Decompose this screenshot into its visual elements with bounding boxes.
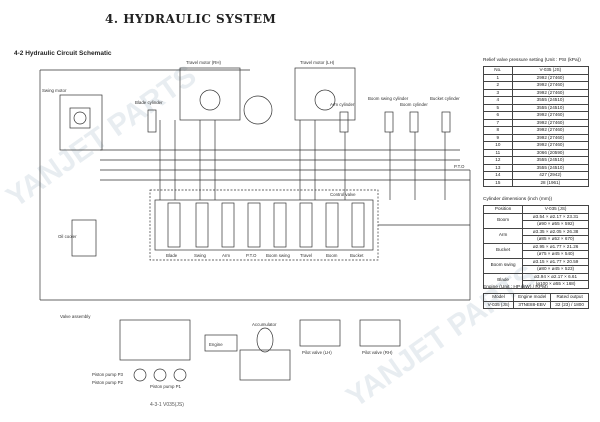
- spool-label: Boom swing: [266, 253, 290, 258]
- cylinder-table-title: Cylinder dimensions (inch (mm)): [483, 197, 553, 202]
- label-valve-assembly: Valve assembly: [60, 314, 91, 319]
- table-header: Model: [482, 293, 515, 302]
- spool-label: Swing: [194, 253, 207, 258]
- label-engine: Engine: [209, 342, 223, 347]
- table-row: (ø100 × ø55 × 168): [484, 280, 589, 289]
- label-boom-cylinder: Boom cylinder: [400, 102, 428, 107]
- label-pto: P.T.O: [454, 164, 465, 169]
- label-bucket-cylinder: Bucket cylinder: [430, 96, 460, 101]
- label-oil-cooler: Oil cooler: [58, 234, 77, 239]
- section-title: 4. HYDRAULIC SYSTEM: [105, 12, 277, 26]
- label-travel-motor-rh: Travel motor (RH): [186, 60, 222, 65]
- table-header: Rated output: [550, 293, 589, 302]
- label-pilot-valve-rh: Pilot valve (RH): [362, 350, 393, 355]
- spool-label: Boom: [326, 253, 338, 258]
- label-travel-motor-lh: Travel motor (LH): [300, 60, 335, 65]
- table-header: Engine model: [513, 293, 552, 302]
- pressure-table-title: Relief valve pressure setting (Unit : PS…: [483, 58, 581, 63]
- label-control-valve: Control valve: [330, 192, 356, 197]
- table-header: V-035 (JS): [511, 66, 590, 75]
- table-header: No.: [483, 66, 513, 75]
- label-blade-cylinder: Blade cylinder: [135, 100, 163, 105]
- spool-label: Arm: [222, 253, 230, 258]
- spool-label: P.T.O: [246, 253, 257, 258]
- label-accumulator: Accumulator: [252, 322, 277, 327]
- engine-table-title: Engine (Unit : HP (kW) / RPM): [483, 285, 548, 290]
- label-piston-pump-p3: Piston pump P3: [92, 372, 124, 377]
- subsection-title: 4-2 Hydraulic Circuit Schematic: [14, 50, 112, 57]
- table-header: Position: [482, 205, 524, 214]
- label-boom-swing-cylinder: Boom swing cylinder: [368, 96, 409, 101]
- spool-label: Travel: [300, 253, 312, 258]
- page-footer: 4-3-1 V035(JS): [150, 402, 184, 408]
- spool-label: Bucket: [350, 253, 364, 258]
- label-piston-pump-p2: Piston pump P2: [92, 380, 124, 385]
- label-arm-cylinder: Arm cylinder: [330, 102, 355, 107]
- label-pilot-valve-lh: Pilot valve (LH): [302, 350, 332, 355]
- table-header: V-035 (JS): [522, 205, 589, 214]
- label-swing-motor: Swing motor: [42, 88, 67, 93]
- label-piston-pump-p1: Piston pump P1: [150, 384, 182, 389]
- spool-label: Blade: [166, 253, 178, 258]
